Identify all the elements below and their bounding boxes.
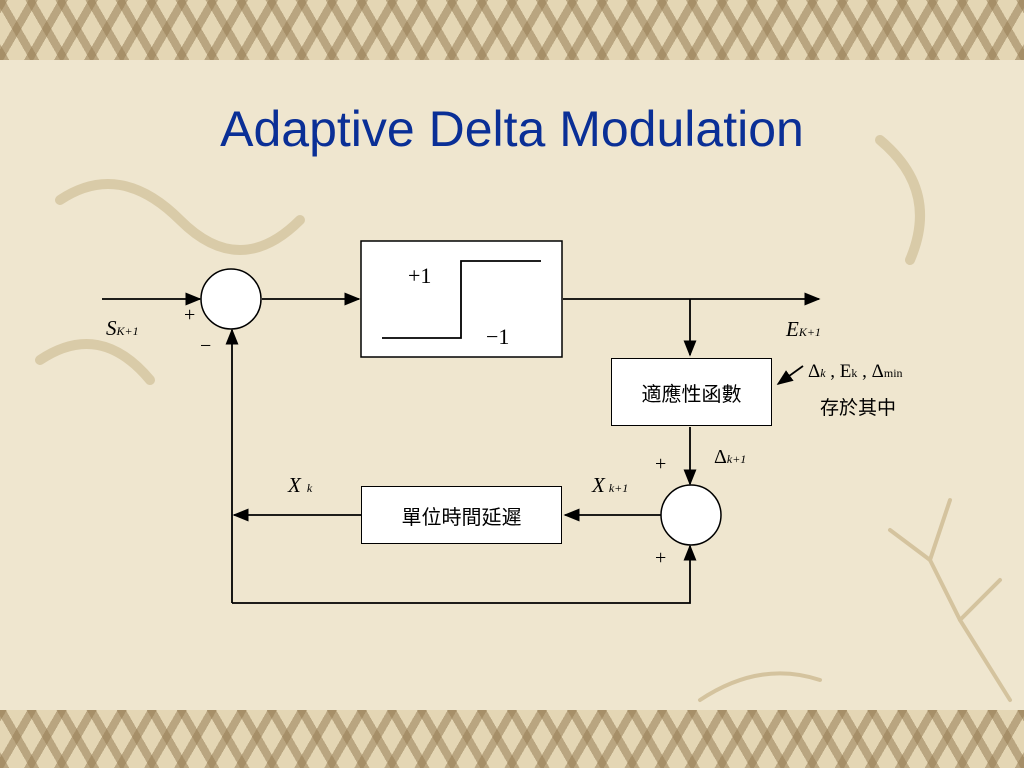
- stored-note-label: 存於其中: [820, 397, 897, 419]
- bottom-summer-plus-sign-bottom: +: [655, 547, 667, 569]
- background-artwork: [35, 135, 1012, 702]
- quantizer-step-curve: [382, 260, 541, 339]
- quantizer-minus-label: −1: [486, 324, 510, 349]
- bottom-feedback-arrow: [232, 544, 697, 604]
- top-summer-minus-sign: −: [200, 335, 212, 357]
- unit-delay-block: 單位時間延遲: [361, 486, 562, 544]
- decorative-top-border: [0, 0, 1024, 60]
- input-signal-label: SK+1: [106, 316, 139, 340]
- top-summer-plus-sign: +: [184, 304, 196, 326]
- stored-params-label: Δk , Ek , Δmin: [808, 361, 903, 382]
- input-summer: [200, 268, 262, 330]
- output-signal-label: EK+1: [786, 317, 821, 341]
- adaptive-function-block: 適應性函數: [611, 358, 772, 426]
- params-pointer-arrow: [776, 365, 804, 385]
- slide-title: Adaptive Delta Modulation: [220, 101, 804, 157]
- decorative-bottom-border: [0, 710, 1024, 768]
- accumulator-summer: [660, 484, 722, 546]
- quantizer-plus-label: +1: [408, 263, 432, 288]
- bottom-summer-plus-sign-top: +: [655, 453, 667, 475]
- delta-next-label: Δk+1: [714, 446, 747, 468]
